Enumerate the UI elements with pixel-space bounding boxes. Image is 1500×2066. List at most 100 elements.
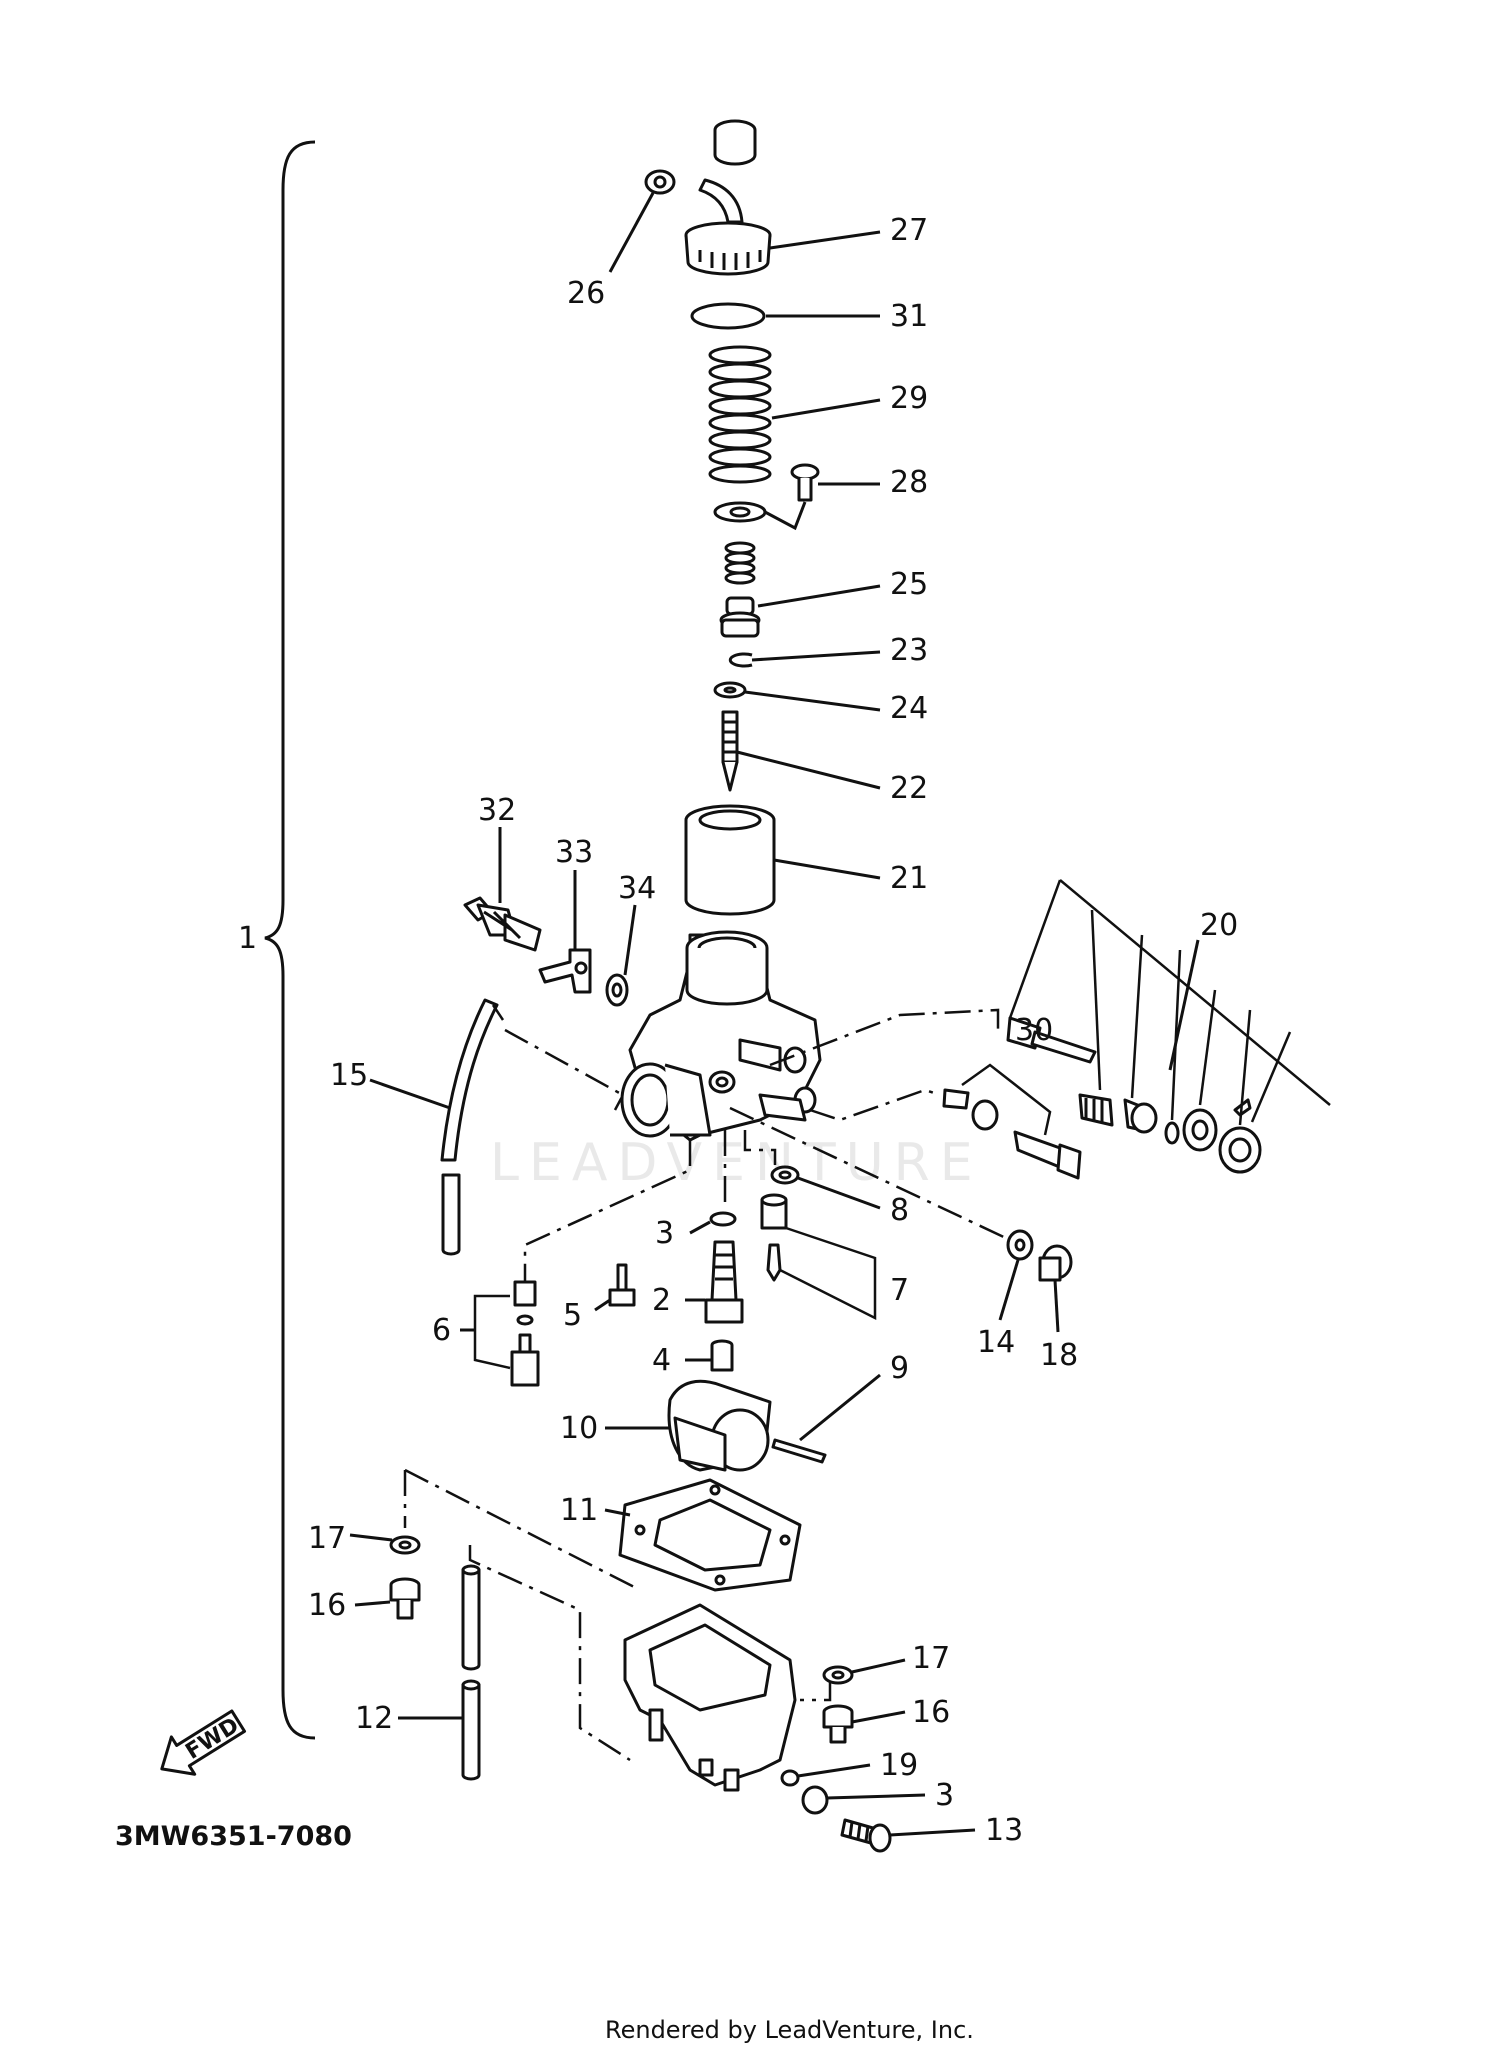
part-7-needle-valve [760, 1193, 788, 1282]
part-3-o-ring-upper [709, 1211, 737, 1227]
leader-21 [773, 858, 881, 880]
callout-27[interactable]: 27 [890, 213, 928, 248]
needle-spring [724, 541, 756, 585]
part-21-throttle-valve [684, 804, 776, 916]
callout-17-left[interactable]: 17 [308, 1521, 346, 1556]
part-14-washer [1006, 1229, 1034, 1261]
part-17-washer-left [389, 1535, 421, 1555]
callout-3-lower[interactable]: 3 [935, 1778, 954, 1813]
leader-22 [736, 750, 881, 790]
callout-26[interactable]: 26 [567, 276, 605, 311]
callout-4[interactable]: 4 [652, 1343, 671, 1378]
callout-16-left[interactable]: 16 [308, 1588, 346, 1623]
leader-25 [757, 584, 881, 608]
guide-15b [504, 1028, 625, 1111]
leader-5 [594, 1298, 611, 1312]
leader-24 [744, 690, 881, 712]
callout-3-upper[interactable]: 3 [655, 1216, 674, 1251]
leader-3b [826, 1793, 926, 1800]
bracket-6 [473, 1294, 511, 1370]
callout-29[interactable]: 29 [890, 381, 928, 416]
part-32-starter-plunger [463, 896, 542, 952]
callout-2[interactable]: 2 [652, 1283, 671, 1318]
callout-33[interactable]: 33 [555, 835, 593, 870]
callout-9[interactable]: 9 [890, 1351, 909, 1386]
callout-17-right[interactable]: 17 [912, 1641, 950, 1676]
callout-1[interactable]: 1 [238, 921, 257, 956]
part-17-washer-right [822, 1665, 854, 1685]
leader-18 [1053, 1279, 1060, 1333]
part-19-o-ring [780, 1769, 800, 1787]
leader-34 [623, 904, 637, 976]
part-9-pin [771, 1438, 827, 1464]
part-25-needle-holder [719, 596, 761, 638]
callout-13[interactable]: 13 [985, 1813, 1023, 1848]
callout-23[interactable]: 23 [890, 633, 928, 668]
callout-25[interactable]: 25 [890, 567, 928, 602]
leader-9 [799, 1373, 881, 1442]
part-20-fan-lines [1008, 879, 1331, 1126]
leader-27 [769, 230, 881, 250]
callout-31[interactable]: 31 [890, 299, 928, 334]
callout-22[interactable]: 22 [890, 771, 928, 806]
callout-24[interactable]: 24 [890, 691, 928, 726]
leader-15 [369, 1078, 451, 1110]
leader-8 [797, 1176, 881, 1210]
part-13-drain-screw [840, 1818, 892, 1853]
callout-12[interactable]: 12 [355, 1701, 393, 1736]
guide-20-body [769, 1008, 1000, 1067]
part-16-screw-right [822, 1704, 854, 1744]
callout-32[interactable]: 32 [478, 793, 516, 828]
part-12-drain-tube [461, 1564, 481, 1781]
callout-21[interactable]: 21 [890, 861, 928, 896]
leader-13 [889, 1828, 976, 1837]
footer-credit: Rendered by LeadVenture, Inc. [605, 2016, 974, 2044]
callout-14[interactable]: 14 [977, 1325, 1015, 1360]
callout-19[interactable]: 19 [880, 1748, 918, 1783]
guide-6 [523, 1140, 692, 1300]
leader-16a [354, 1600, 391, 1607]
fwd-label: FWD [181, 1713, 243, 1765]
part-28-screw [790, 463, 820, 502]
callout-28[interactable]: 28 [890, 465, 928, 500]
callout-20[interactable]: 20 [1200, 908, 1238, 943]
callout-30[interactable]: 30 [1015, 1013, 1053, 1048]
guide-30 [961, 1063, 1052, 1136]
part-6-jet-set [510, 1280, 540, 1387]
callout-16-right[interactable]: 16 [912, 1695, 950, 1730]
callout-34[interactable]: 34 [618, 871, 656, 906]
part-29-spring [708, 345, 772, 484]
callout-15[interactable]: 15 [330, 1058, 368, 1093]
callout-5[interactable]: 5 [563, 1298, 582, 1333]
part-18-plug [1038, 1244, 1073, 1282]
guide-bowl-b [468, 1545, 631, 1762]
part-34-washer [605, 973, 629, 1007]
part-15-vent-tube [440, 998, 499, 1256]
callout-7[interactable]: 7 [890, 1273, 909, 1308]
drawing-code: 3MW6351-7080 [115, 1821, 352, 1852]
part-24-washer [713, 681, 747, 699]
part-2-needle-jet [704, 1240, 744, 1324]
part-31-o-ring [690, 302, 766, 330]
part-10-float [667, 1379, 772, 1472]
assembly-brace [264, 140, 316, 1740]
part-26-nut [644, 169, 676, 195]
guide-30-body [809, 1088, 941, 1122]
part-20-screw-assembly [1006, 1016, 1262, 1174]
leader-19 [797, 1763, 871, 1778]
callout-8[interactable]: 8 [890, 1193, 909, 1228]
part-3-o-ring-lower [801, 1785, 829, 1815]
part-33-bracket [538, 948, 592, 994]
cap-top [713, 119, 757, 166]
callout-11[interactable]: 11 [560, 1493, 598, 1528]
callout-18[interactable]: 18 [1040, 1338, 1078, 1373]
guide-15a [491, 1004, 505, 1021]
part-11-gasket [618, 1478, 802, 1592]
fwd-direction-badge: FWD [160, 1709, 247, 1776]
leader-26 [608, 192, 655, 273]
callout-10[interactable]: 10 [560, 1411, 598, 1446]
leader-14 [998, 1259, 1020, 1321]
callout-6[interactable]: 6 [432, 1313, 451, 1348]
part-16-screw-left [389, 1577, 421, 1620]
